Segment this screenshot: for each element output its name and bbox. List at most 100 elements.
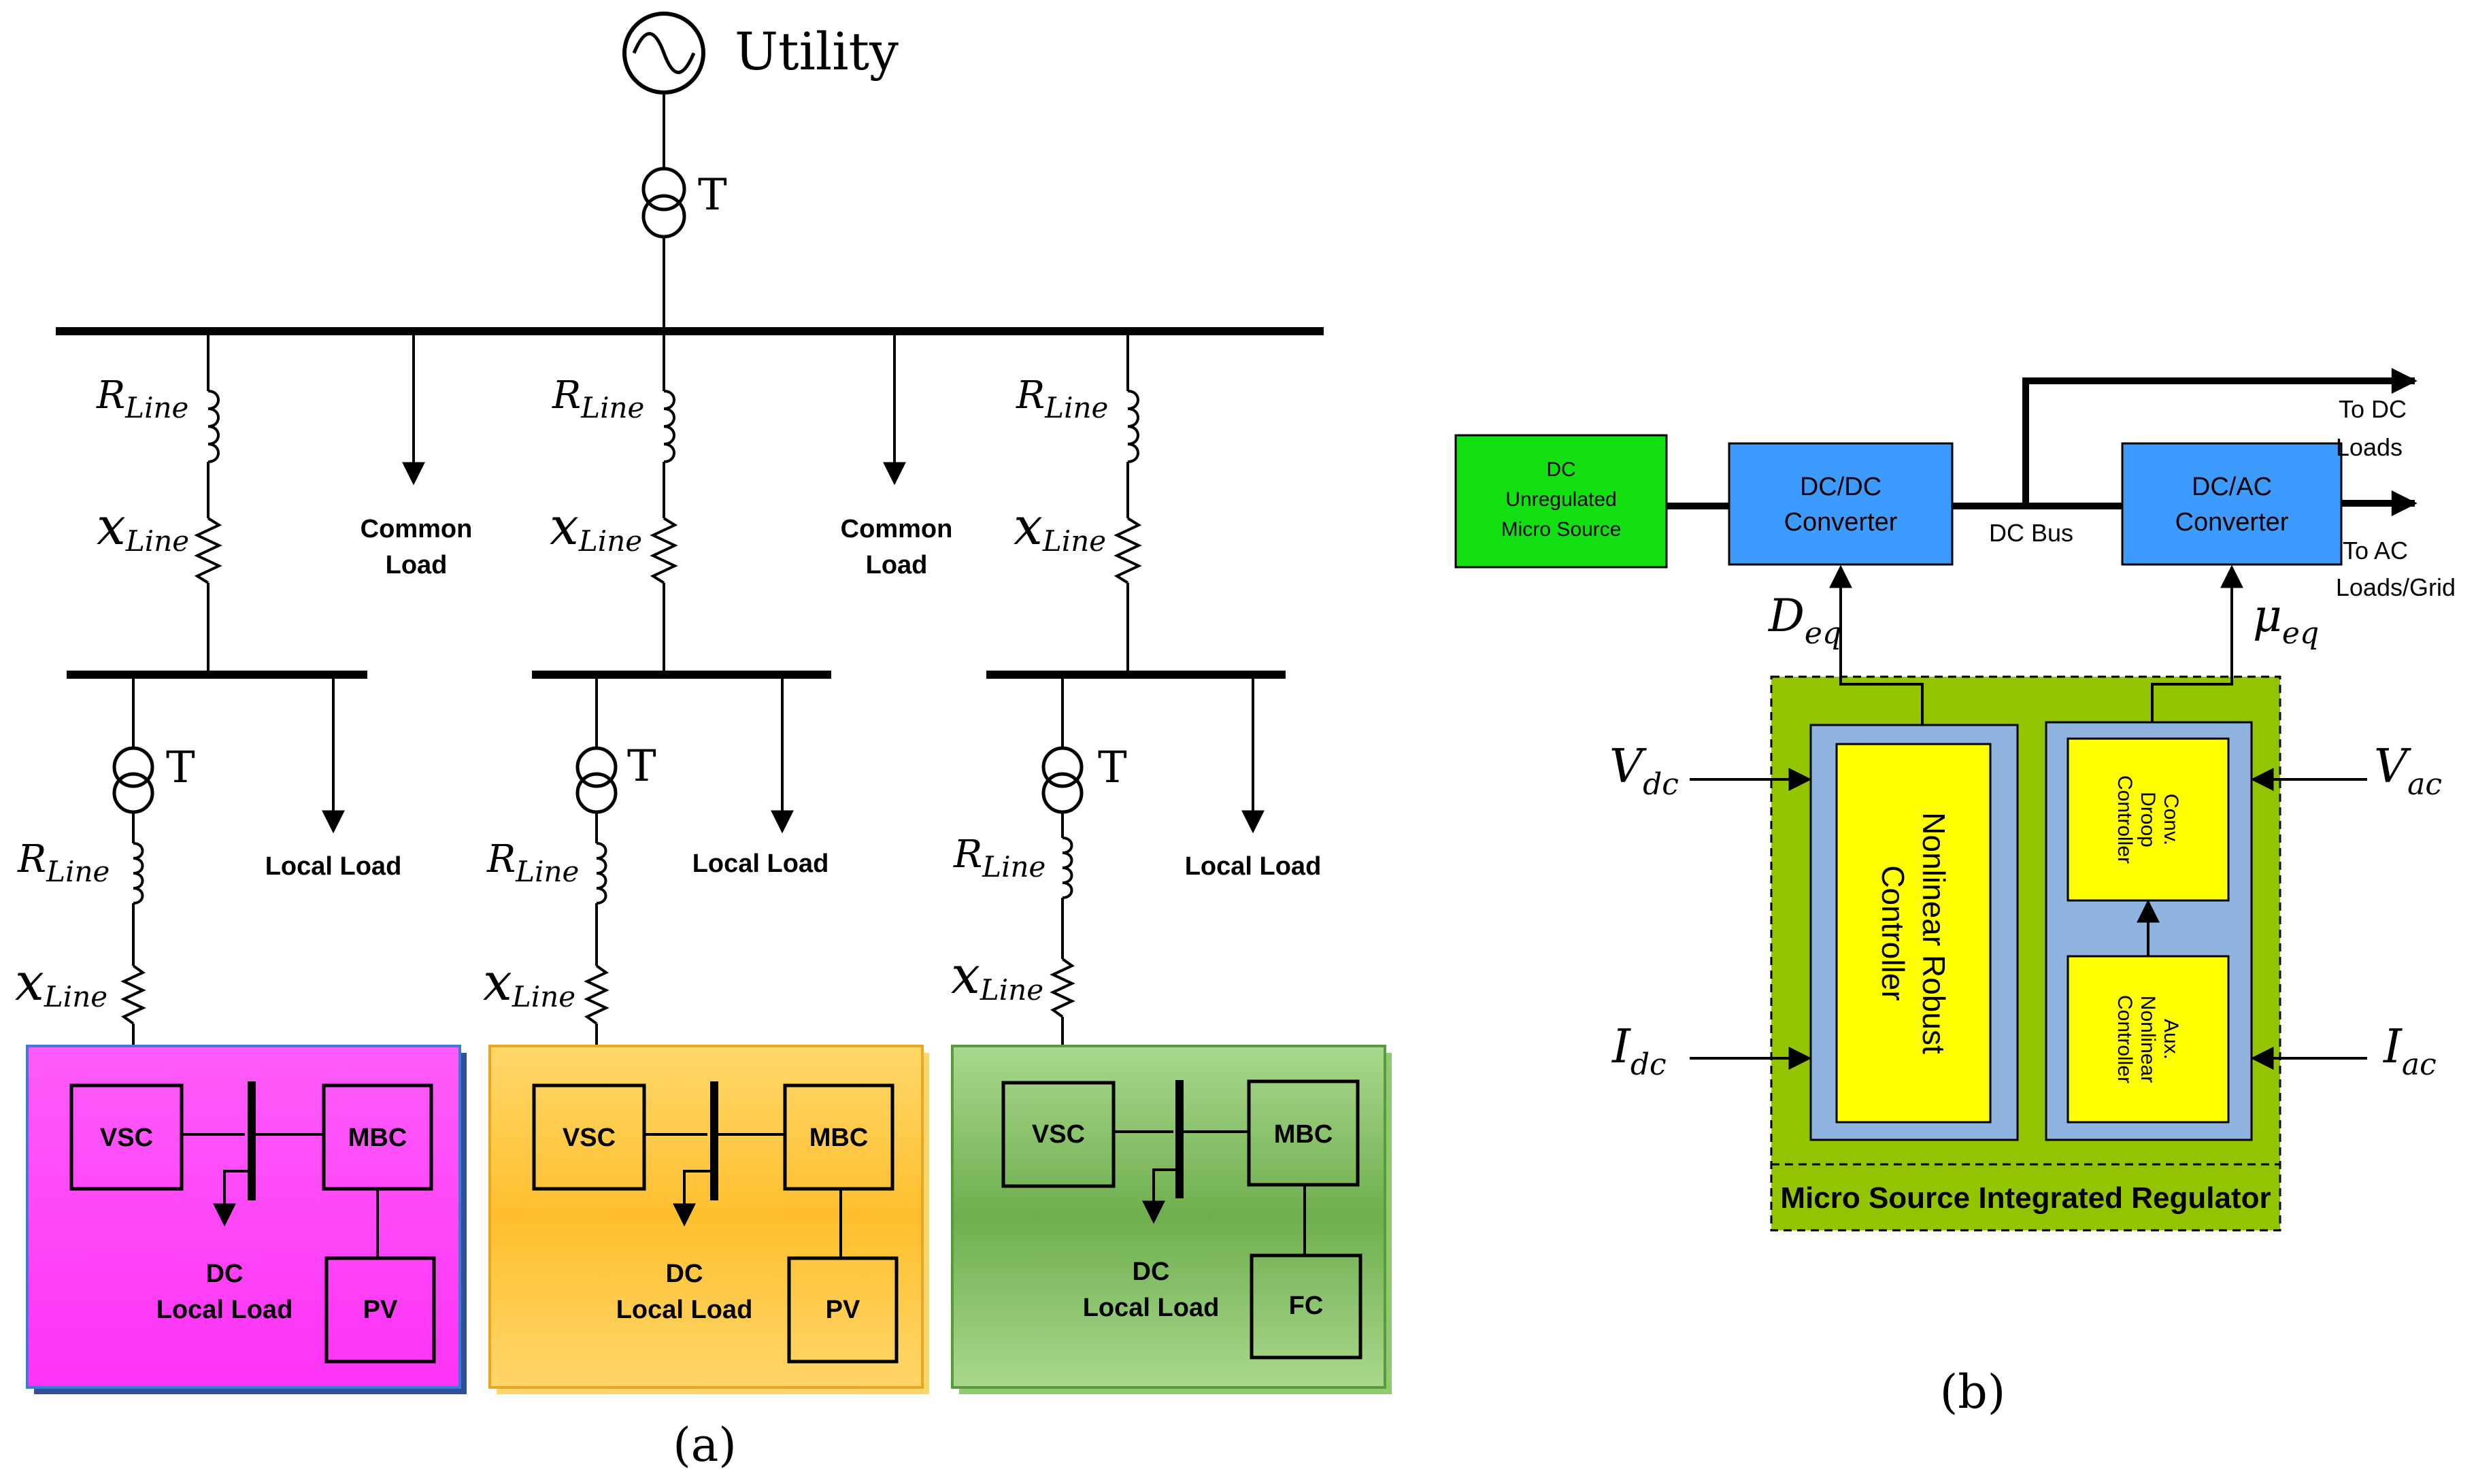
aux-label-line-2: Nonlinear	[2137, 996, 2159, 1083]
regulator-label: Micro Source Integrated Regulator	[1780, 1181, 2271, 1215]
feeder-3-lower	[1041, 675, 1084, 1083]
unit-3-vsc-box	[1001, 1081, 1116, 1188]
unit-2-vsc-box	[532, 1083, 646, 1191]
feeder-1-lower-r-label: RLine	[17, 837, 110, 888]
unit-3-panel: VSC MBC DC Local Load FC	[951, 1045, 1392, 1394]
feeder-3-upper	[1114, 331, 1142, 675]
utility-source-icon	[622, 12, 705, 95]
dc-source-line-3: Micro Source	[1501, 518, 1622, 541]
common-load-2-label-bottom: Load	[866, 551, 928, 579]
dcac-converter-box	[2121, 442, 2343, 566]
feeder-3-r-line-label: RLine	[1016, 373, 1108, 424]
aux-label-line-1: Aux.	[2160, 1019, 2182, 1060]
feeder-2-lower-r-label: RLine	[486, 837, 579, 888]
unit-2-vsc-label: VSC	[563, 1124, 616, 1152]
unit-1-dc-label-bottom: Local Load	[156, 1296, 293, 1324]
d-eq-label: Deq	[1768, 590, 1841, 651]
unit-1-mbc-label: MBC	[348, 1124, 407, 1152]
aux-label-line-3: Controller	[2113, 995, 2136, 1083]
dcdc-converter-box	[1728, 442, 1954, 566]
feeder-3-lower-r-label: RLine	[953, 832, 1045, 883]
dc-bus-label: DC Bus	[1989, 519, 2073, 547]
unit-3-dc-label-bottom: Local Load	[1083, 1294, 1220, 1322]
feeder-2-lower	[575, 675, 618, 1085]
dc-source-box	[1454, 434, 1668, 569]
unit-1-source-label: PV	[363, 1296, 398, 1324]
v-ac-label: Vac	[2374, 740, 2442, 802]
main-transformer-label: T	[698, 170, 727, 220]
common-load-2-label-top: Common	[841, 515, 953, 543]
common-load-1-label-bottom: Load	[386, 551, 448, 579]
unit-1-dc-label-top: DC	[206, 1260, 244, 1288]
v-dc-label: Vdc	[1609, 740, 1679, 802]
dcac-label-line-1: DC/AC	[2192, 473, 2272, 501]
to-dc-loads-line	[2022, 368, 2418, 509]
unit-2-source-label: PV	[826, 1296, 860, 1324]
to-dc-label-line-1: To DC	[2339, 395, 2407, 423]
common-load-1: Common Load	[361, 331, 473, 579]
panel-b: DC Unregulated Micro Source DC/DC Conver…	[1454, 368, 2456, 1419]
feeder-3-x-line-label: xLine	[1014, 496, 1106, 558]
unit-3-source-box	[1250, 1253, 1362, 1360]
i-ac-label: Iac	[2382, 1020, 2437, 1082]
to-dc-label-line-2: Loads	[2336, 433, 2403, 461]
to-ac-label-line-1: To AC	[2343, 537, 2408, 564]
droop-label-line-3: Controller	[2113, 775, 2136, 864]
feeder-1-x-line-label: xLine	[97, 496, 189, 558]
unit-3-source-label: FC	[1289, 1292, 1324, 1320]
feeder-2-lower-x-label: RxLine	[483, 951, 575, 1013]
local-load-1-label: Local Load	[265, 852, 402, 881]
unit-2-dc-label-bottom: Local Load	[616, 1296, 753, 1324]
mu-eq-signal	[2151, 564, 2243, 722]
unit-2-source-box	[787, 1256, 899, 1364]
main-transformer-icon	[641, 167, 686, 239]
feeder-1-lower	[112, 675, 154, 1085]
dcac-label-line-2: Converter	[2175, 508, 2289, 537]
local-load-3: Local Load	[1185, 675, 1322, 881]
feeder-1-r-line-label: RLine	[96, 373, 188, 424]
feeder-3-transformer-label: T	[1098, 743, 1127, 793]
nonlinear-label-line-1: Nonlinear Robust	[1916, 812, 1952, 1054]
common-load-2: Common Load	[841, 331, 953, 579]
local-load-2-label: Local Load	[692, 849, 829, 878]
unit-3-mbc-label: MBC	[1274, 1120, 1333, 1149]
unit-3-vsc-label: VSC	[1032, 1120, 1085, 1149]
local-load-3-label: Local Load	[1185, 852, 1322, 881]
feeder-2-x-line-label: xLine	[550, 496, 642, 558]
feeder-1-transformer-label: T	[166, 743, 195, 793]
dc-source-line-2: Unregulated	[1505, 488, 1616, 511]
common-load-1-label-top: Common	[361, 515, 473, 543]
nonlinear-label-line-2: Controller	[1875, 865, 1911, 1000]
local-load-1: Local Load	[265, 675, 402, 881]
feeder-1-lower-x-label: xLine	[15, 951, 107, 1013]
feeder-1-upper	[194, 331, 222, 675]
caption-b: (b)	[1940, 1366, 2006, 1419]
unit-2-mbc-label: MBC	[809, 1124, 869, 1152]
nonlinear-controller-box	[1835, 743, 1992, 1124]
unit-2-panel: VSC MBC DC Local Load PV	[488, 1045, 929, 1394]
i-dc-label: Idc	[1611, 1020, 1667, 1082]
feeder-3-lower-x-label: xLine	[951, 945, 1043, 1007]
unit-1-vsc-box	[69, 1083, 184, 1191]
to-ac-label-line-2: Loads/Grid	[2336, 573, 2456, 601]
panel-a: Utility T Common Load Common Load	[15, 12, 1392, 1472]
unit-1-source-box	[324, 1256, 436, 1364]
unit-1-vsc-label: VSC	[100, 1124, 153, 1152]
droop-label-line-1: Conv.	[2160, 794, 2182, 845]
utility-label: Utility	[735, 21, 899, 82]
droop-label-line-2: Droop	[2137, 792, 2159, 847]
unit-2-mbc-box	[783, 1083, 894, 1191]
caption-a: (a)	[673, 1419, 737, 1472]
unit-1-panel: VSC MBC DC Local Load PV	[26, 1045, 467, 1394]
droop-controller-box	[2067, 737, 2230, 902]
feeder-2-upper	[650, 331, 678, 675]
mu-eq-label: μeq	[2253, 590, 2319, 651]
aux-controller-box	[2067, 955, 2230, 1124]
feeder-2-r-line-label: RLine	[552, 373, 644, 424]
unit-3-dc-label-top: DC	[1133, 1258, 1170, 1286]
local-load-2: Local Load	[692, 675, 829, 878]
feeder-2-transformer-label: T	[627, 741, 656, 792]
dc-source-line-1: DC	[1546, 458, 1575, 481]
unit-2-dc-label-top: DC	[666, 1260, 703, 1288]
